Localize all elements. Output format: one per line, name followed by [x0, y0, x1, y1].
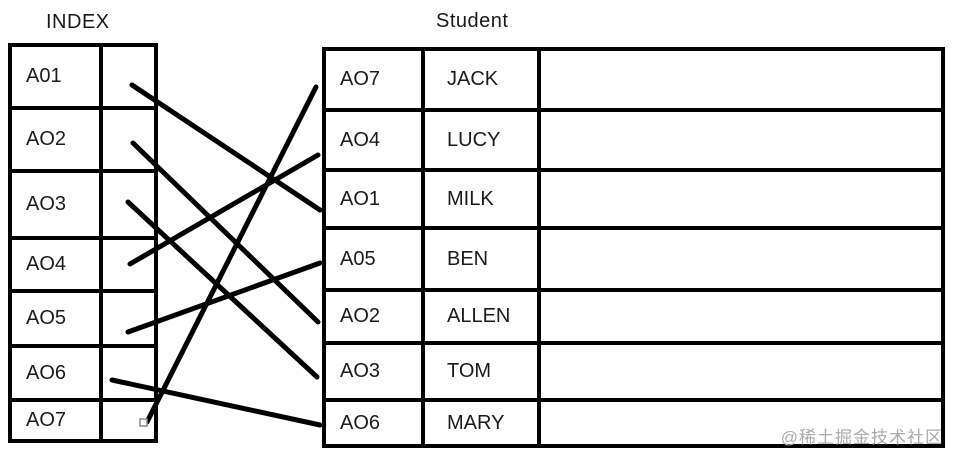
index-id-cell: A01	[12, 47, 103, 110]
index-pointer-cell	[103, 110, 154, 173]
index-pointer-cell	[103, 293, 154, 348]
student-name-cell: ALLEN	[425, 292, 541, 345]
index-pointer-cell	[103, 348, 154, 402]
student-id-cell: A05	[326, 230, 425, 292]
index-id-cell: AO7	[12, 402, 103, 439]
student-record-cell	[541, 230, 941, 292]
index-pointer-cell	[103, 173, 154, 240]
index-id-cell: AO2	[12, 110, 103, 173]
student-record-cell	[541, 51, 941, 112]
index-pointer-cell	[103, 47, 154, 110]
index-id-cell: AO5	[12, 293, 103, 348]
pointer-line-AO7	[144, 84, 319, 425]
student-name-cell: JACK	[425, 51, 541, 112]
student-table-title: Student	[436, 10, 509, 32]
student-id-cell: AO2	[326, 292, 425, 345]
watermark: @稀土掘金技术社区	[780, 428, 943, 447]
student-name-cell: LUCY	[425, 112, 541, 172]
student-id-cell: AO3	[326, 345, 425, 402]
index-table-title: INDEX	[46, 11, 110, 33]
pointer-line-A01	[129, 82, 323, 213]
student-name-cell: TOM	[425, 345, 541, 402]
student-record-cell	[541, 112, 941, 172]
index-id-cell: AO3	[12, 173, 103, 240]
student-name-cell: MILK	[425, 172, 541, 230]
index-id-cell: AO4	[12, 240, 103, 293]
index-pointer-cell	[103, 402, 154, 439]
pointer-line-AO4	[127, 152, 321, 267]
student-id-cell: AO1	[326, 172, 425, 230]
student-id-cell: AO4	[326, 112, 425, 172]
index-id-cell: AO6	[12, 348, 103, 402]
pointer-line-AO2	[130, 140, 321, 325]
student-id-cell: AO7	[326, 51, 425, 112]
student-record-cell	[541, 345, 941, 402]
student-record-cell	[541, 292, 941, 345]
student-name-cell: MARY	[425, 402, 541, 444]
student-name-cell: BEN	[425, 230, 541, 292]
student-record-cell	[541, 172, 941, 230]
student-id-cell: AO6	[326, 402, 425, 444]
index-pointer-cell	[103, 240, 154, 293]
